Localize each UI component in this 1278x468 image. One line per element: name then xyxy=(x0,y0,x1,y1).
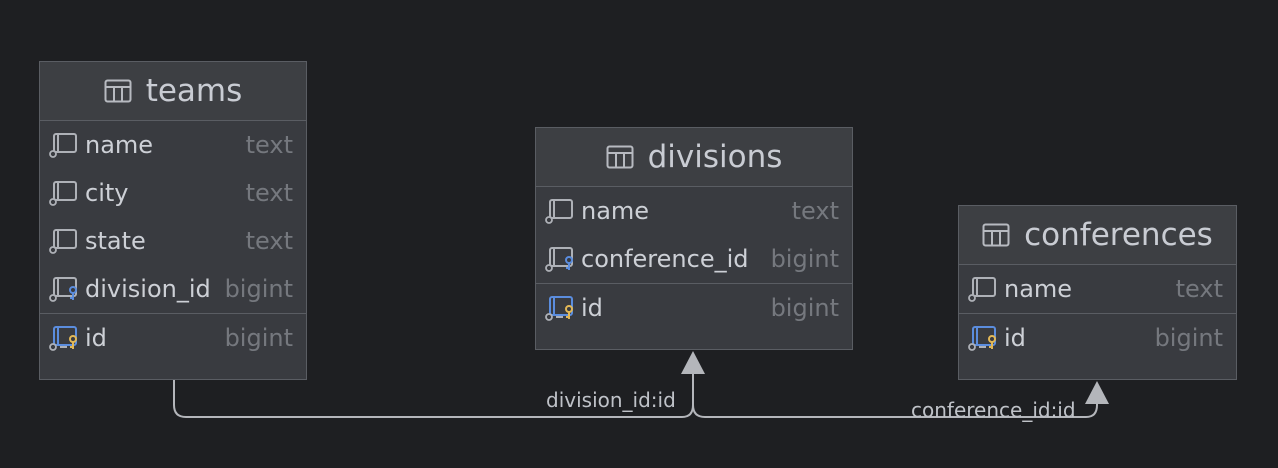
table-title: teams xyxy=(145,73,243,109)
table-icon xyxy=(606,145,634,169)
column-type: text xyxy=(1175,275,1223,303)
column-row[interactable]: division_id bigint xyxy=(40,265,306,313)
arrowhead-divisions xyxy=(681,351,705,374)
arrowhead-conferences xyxy=(1085,381,1109,404)
relation-label-conference: conference_id:id xyxy=(911,398,1076,422)
column-name: id xyxy=(581,294,603,322)
column-icon xyxy=(49,228,85,254)
table-divisions[interactable]: divisions name text conference_id bigint… xyxy=(535,127,853,350)
relation-label-division: division_id:id xyxy=(546,388,676,412)
foreign-key-column-icon xyxy=(545,246,581,272)
column-type: text xyxy=(791,197,839,225)
column-type: bigint xyxy=(224,324,293,352)
column-name: id xyxy=(85,324,107,352)
column-name: name xyxy=(85,131,154,159)
column-name: conference_id xyxy=(581,245,749,273)
table-icon xyxy=(982,223,1010,247)
primary-key-column-icon xyxy=(968,325,1004,351)
column-type: text xyxy=(245,227,293,255)
column-row[interactable]: name text xyxy=(536,187,852,235)
table-header[interactable]: divisions xyxy=(536,128,852,187)
column-row[interactable]: name text xyxy=(40,121,306,169)
table-title: conferences xyxy=(1024,217,1213,253)
primary-key-column-icon xyxy=(49,325,85,351)
column-row[interactable]: state text xyxy=(40,217,306,265)
table-header[interactable]: conferences xyxy=(959,206,1236,265)
column-type: bigint xyxy=(224,275,293,303)
column-row[interactable]: name text xyxy=(959,265,1236,313)
column-icon xyxy=(968,276,1004,302)
column-icon xyxy=(49,132,85,158)
table-conferences[interactable]: conferences name text id bigint xyxy=(958,205,1237,380)
connector-divisions-to-conferences[interactable] xyxy=(692,372,1098,418)
column-type: bigint xyxy=(1154,324,1223,352)
column-icon xyxy=(49,180,85,206)
table-icon xyxy=(104,79,132,103)
column-type: bigint xyxy=(770,245,839,273)
primary-key-row[interactable]: id bigint xyxy=(40,313,306,362)
primary-key-column-icon xyxy=(545,295,581,321)
column-row[interactable]: city text xyxy=(40,169,306,217)
column-name: division_id xyxy=(85,275,211,303)
table-title: divisions xyxy=(647,139,783,175)
column-icon xyxy=(545,198,581,224)
primary-key-row[interactable]: id bigint xyxy=(536,283,852,332)
column-name: state xyxy=(85,227,146,255)
column-type: bigint xyxy=(770,294,839,322)
foreign-key-column-icon xyxy=(49,276,85,302)
connector-teams-to-divisions[interactable] xyxy=(173,372,694,418)
column-row[interactable]: conference_id bigint xyxy=(536,235,852,283)
column-name: city xyxy=(85,179,129,207)
column-type: text xyxy=(245,131,293,159)
column-type: text xyxy=(245,179,293,207)
table-header[interactable]: teams xyxy=(40,62,306,121)
column-name: name xyxy=(1004,275,1073,303)
column-name: name xyxy=(581,197,650,225)
column-name: id xyxy=(1004,324,1026,352)
table-teams[interactable]: teams name text city text state text div… xyxy=(39,61,307,380)
primary-key-row[interactable]: id bigint xyxy=(959,313,1236,362)
